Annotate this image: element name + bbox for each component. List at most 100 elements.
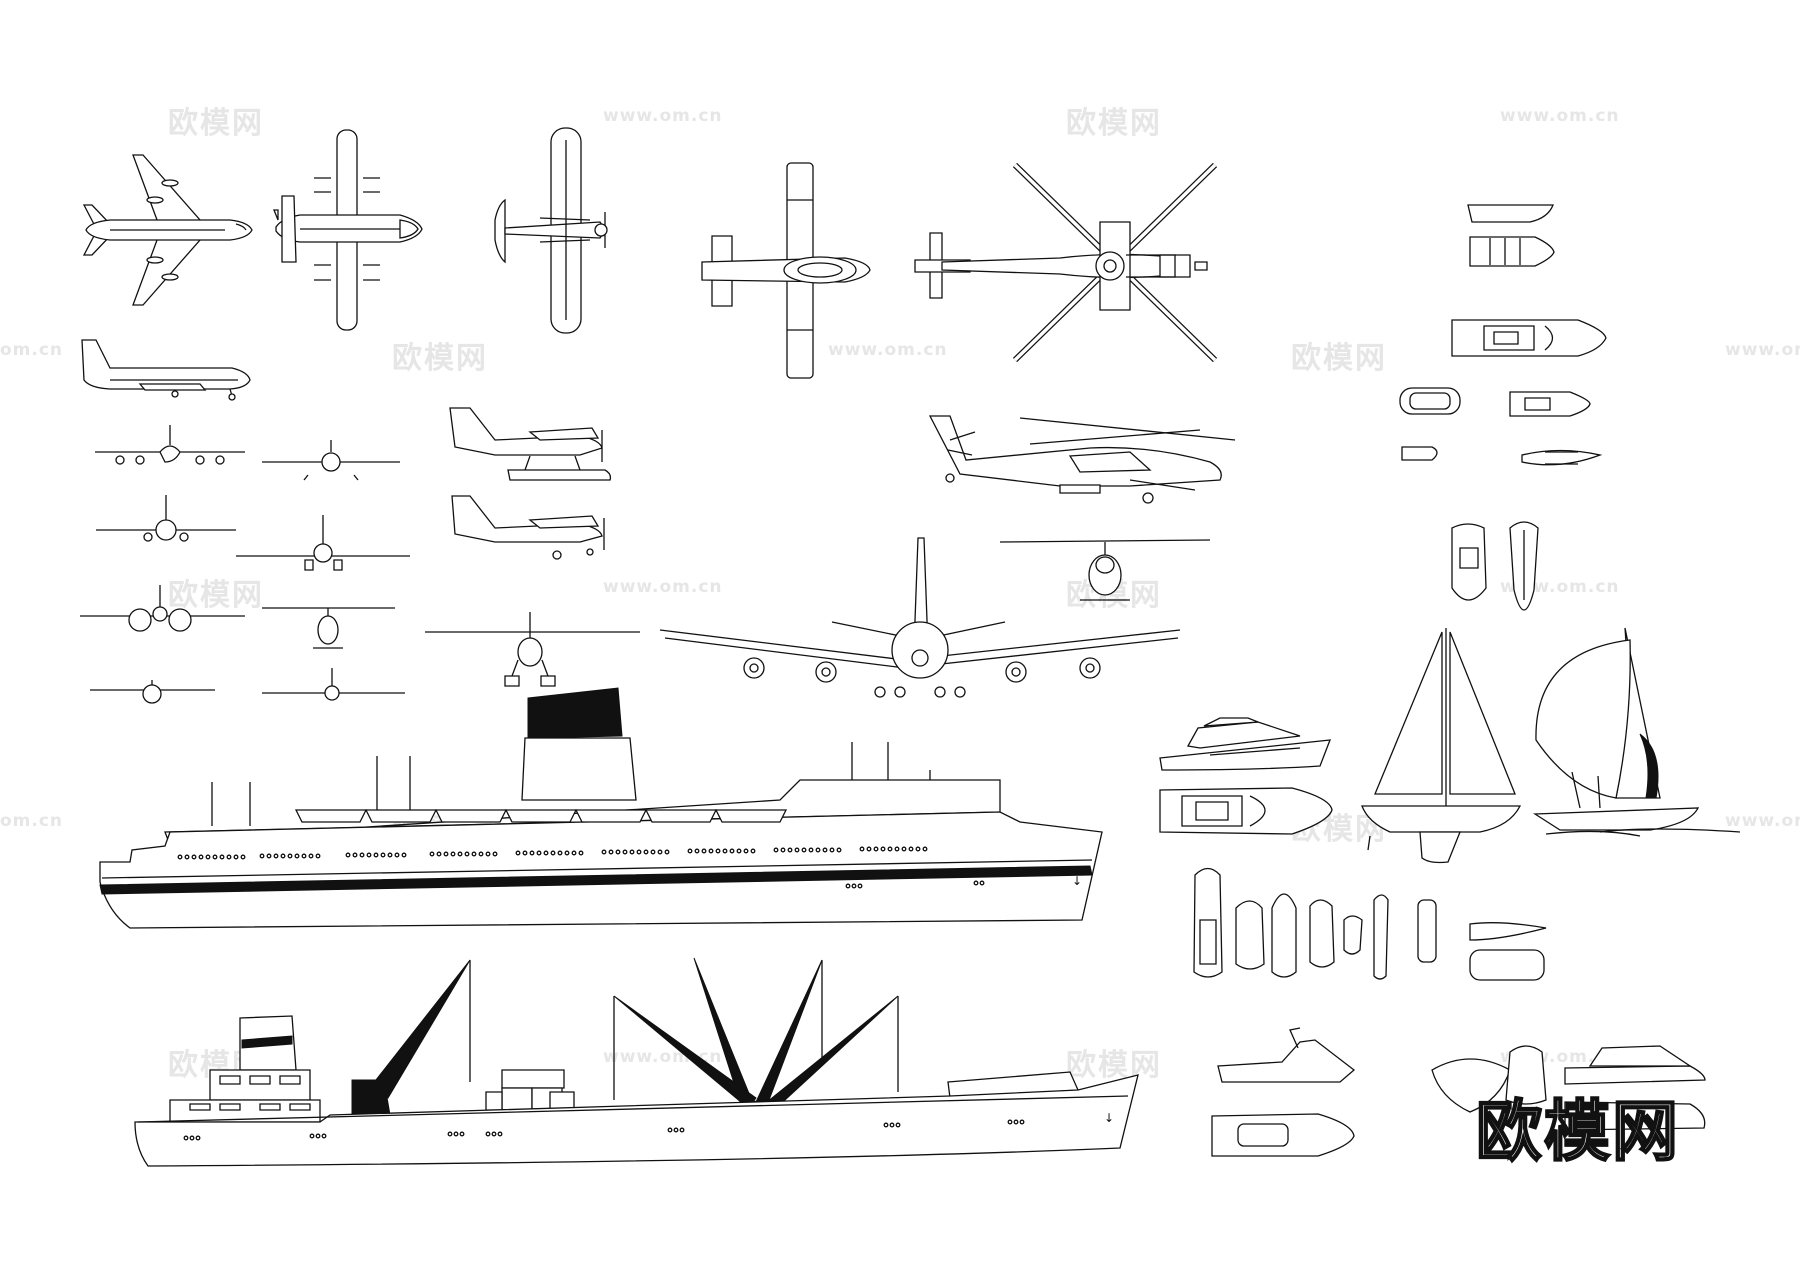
attack-helicopter-icon [915, 165, 1215, 360]
porthole [723, 849, 727, 853]
porthole [374, 853, 378, 857]
porthole [709, 849, 713, 853]
porthole [437, 852, 441, 856]
porthole [895, 847, 899, 851]
porthole [744, 849, 748, 853]
porthole [916, 847, 920, 851]
porthole [623, 850, 627, 854]
porthole [846, 884, 850, 888]
porthole [609, 850, 613, 854]
porthole [558, 851, 562, 855]
porthole [537, 851, 541, 855]
porthole [881, 847, 885, 851]
porthole [316, 1134, 320, 1138]
sailboat-icon [1362, 628, 1520, 863]
porthole [795, 848, 799, 852]
porthole [260, 854, 264, 858]
porthole [267, 854, 271, 858]
porthole [602, 850, 606, 854]
porthole [196, 1136, 200, 1140]
porthole [388, 853, 392, 857]
porthole [353, 853, 357, 857]
porthole [658, 850, 662, 854]
porthole [980, 881, 984, 885]
spinnaker-sailboat-icon [1535, 628, 1740, 836]
jumbo-jet-icon [84, 155, 252, 305]
porthole [458, 852, 462, 856]
porthole [680, 1128, 684, 1132]
porthole [274, 854, 278, 858]
porthole [185, 855, 189, 859]
porthole [665, 850, 669, 854]
porthole [192, 855, 196, 859]
porthole [184, 1136, 188, 1140]
porthole [493, 852, 497, 856]
porthole [360, 853, 364, 857]
porthole [695, 849, 699, 853]
porthole [220, 855, 224, 859]
porthole [402, 853, 406, 857]
porthole [923, 847, 927, 851]
porthole [668, 1128, 672, 1132]
porthole [909, 847, 913, 851]
porthole [241, 855, 245, 859]
porthole [492, 1132, 496, 1136]
porthole [751, 849, 755, 853]
speedboat-icon [1452, 320, 1606, 356]
cargo-portholes [184, 1120, 1024, 1140]
porthole [702, 849, 706, 853]
porthole [565, 851, 569, 855]
porthole [523, 851, 527, 855]
porthole [430, 852, 434, 856]
porthole [644, 850, 648, 854]
porthole [874, 847, 878, 851]
porthole [688, 849, 692, 853]
porthole [737, 849, 741, 853]
porthole [395, 853, 399, 857]
porthole [288, 854, 292, 858]
porthole [310, 1134, 314, 1138]
light-plane-icon [702, 163, 870, 378]
porthole [837, 848, 841, 852]
high-wing-plane-icon [495, 128, 607, 333]
porthole [486, 852, 490, 856]
porthole [651, 850, 655, 854]
front-plane-icon [80, 425, 410, 703]
porthole [295, 854, 299, 858]
porthole [281, 854, 285, 858]
porthole [896, 1123, 900, 1127]
porthole [1014, 1120, 1018, 1124]
dinghy-icon [1400, 388, 1600, 465]
porthole [890, 1123, 894, 1127]
porthole [579, 851, 583, 855]
front-helicopter-icon [262, 608, 395, 648]
ocean-liner-icon: ↓ [100, 688, 1102, 928]
cargo-plane-icon [274, 130, 422, 330]
porthole [190, 1136, 194, 1140]
porthole [860, 847, 864, 851]
porthole [774, 848, 778, 852]
canoe-row-icon [1194, 869, 1546, 981]
porthole [234, 855, 238, 859]
porthole [884, 1123, 888, 1127]
porthole [781, 848, 785, 852]
cargo-ship-icon: ↓ [135, 958, 1138, 1166]
porthole [551, 851, 555, 855]
rowboat-icon [1468, 205, 1554, 266]
porthole [206, 855, 210, 859]
porthole [451, 852, 455, 856]
porthole [486, 1132, 490, 1136]
porthole [788, 848, 792, 852]
porthole [309, 854, 313, 858]
porthole [444, 852, 448, 856]
porthole [178, 855, 182, 859]
liner-portholes [178, 847, 984, 888]
porthole [730, 849, 734, 853]
motor-yacht-icon [1160, 718, 1332, 834]
porthole [465, 852, 469, 856]
floatplane-icon [450, 408, 610, 480]
porthole [1020, 1120, 1024, 1124]
porthole [809, 848, 813, 852]
porthole [816, 848, 820, 852]
porthole [674, 1128, 678, 1132]
